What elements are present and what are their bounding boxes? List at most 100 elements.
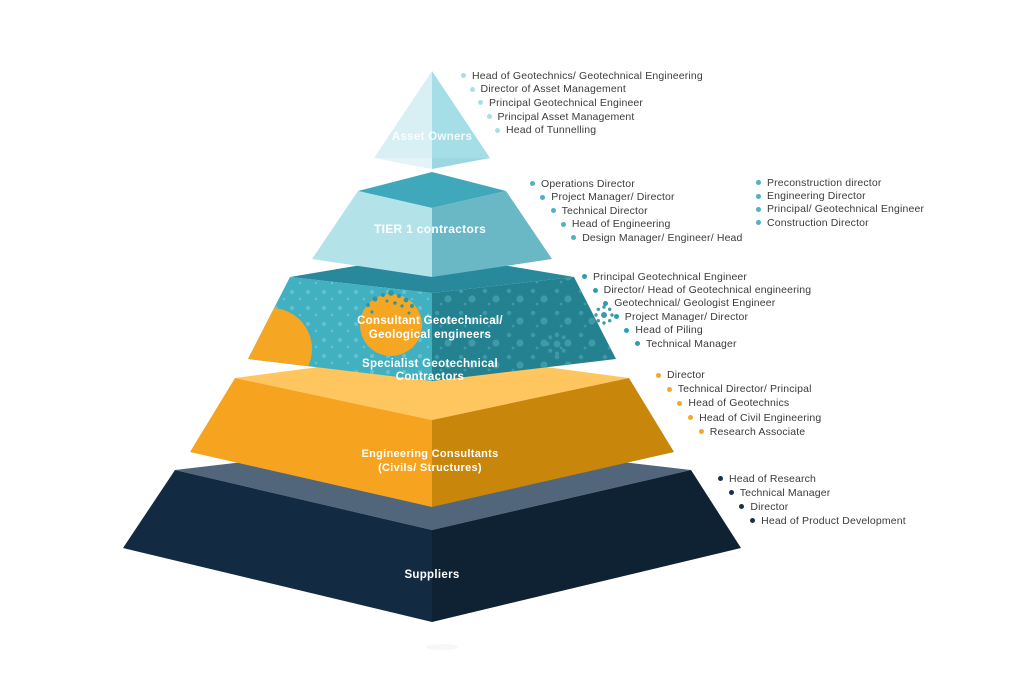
role-label: Research Associate bbox=[709, 425, 806, 438]
bullet-icon bbox=[495, 127, 500, 133]
tier1-left-face bbox=[374, 71, 432, 158]
role-item: Principal/ Geotechnical Engineer bbox=[756, 203, 924, 216]
role-item: Preconstruction director bbox=[756, 176, 924, 189]
tier1-right-face bbox=[432, 71, 490, 158]
role-item: Head of Geotechnics bbox=[656, 396, 821, 410]
role-label: Preconstruction director bbox=[767, 176, 882, 189]
role-item: Technical Director/ Principal bbox=[656, 382, 821, 396]
tier-label-specialist-line1: Specialist Geotechnical bbox=[362, 358, 498, 370]
tier2-left-face bbox=[312, 191, 432, 277]
bullet-icon bbox=[756, 220, 761, 226]
role-label: Principal Geotechnical Engineer bbox=[489, 96, 644, 109]
role-item: Director/ Head of Geotechnical engineeri… bbox=[582, 283, 811, 296]
role-label: Project Manager/ Director bbox=[624, 310, 749, 323]
role-label: Geotechnical/ Geologist Engineer bbox=[614, 297, 776, 310]
role-label: Design Manager/ Engineer/ Head bbox=[582, 231, 743, 244]
bullet-icon bbox=[635, 341, 640, 347]
role-item: Director bbox=[656, 368, 821, 382]
role-item: Director of Asset Management bbox=[461, 83, 703, 97]
tier2-top-rim bbox=[358, 172, 506, 208]
role-item: Construction Director bbox=[756, 216, 924, 229]
tier5-right-face bbox=[432, 470, 741, 622]
tier1-underside-right bbox=[432, 158, 490, 169]
role-item: Geotechnical/ Geologist Engineer bbox=[582, 297, 811, 310]
role-item: Head of Geotechnics/ Geotechnical Engine… bbox=[461, 69, 703, 83]
bullet-icon bbox=[486, 114, 492, 120]
tier-asset-owners: Asset Owners bbox=[374, 71, 490, 169]
role-item: Head of Engineering bbox=[530, 218, 743, 232]
bullet-icon bbox=[478, 100, 483, 106]
tier3-right-face-dots bbox=[432, 277, 616, 381]
role-item: Operations Director bbox=[530, 177, 743, 191]
bullet-icon bbox=[656, 372, 661, 378]
role-label: Construction Director bbox=[767, 216, 869, 229]
bullet-icon bbox=[756, 206, 761, 212]
tier-label-specialist-line2: Contractors bbox=[396, 371, 464, 383]
tier-tier1-contractors: TIER 1 contractors bbox=[312, 172, 552, 277]
tier-label-suppliers: Suppliers bbox=[404, 569, 459, 581]
tier4-left-face bbox=[190, 378, 432, 507]
bullet-icon bbox=[592, 287, 598, 293]
bullet-icon bbox=[756, 193, 761, 199]
tier-label-tier1-contractors: TIER 1 contractors bbox=[374, 222, 486, 236]
bullet-icon bbox=[613, 314, 619, 320]
flower-dots-icon bbox=[545, 332, 569, 356]
bullet-icon bbox=[624, 327, 630, 333]
bullet-icon bbox=[461, 73, 466, 79]
role-item: Technical Director bbox=[530, 204, 743, 218]
flower-dots-icon bbox=[594, 305, 614, 325]
role-item: Director bbox=[718, 500, 906, 514]
role-item: Research Associate bbox=[656, 425, 821, 439]
role-label: Head of Engineering bbox=[571, 218, 671, 231]
role-item: Technical Manager bbox=[582, 337, 811, 350]
bullet-icon bbox=[718, 476, 723, 482]
role-item: Design Manager/ Engineer/ Head bbox=[530, 231, 743, 245]
role-label: Technical Manager bbox=[739, 486, 831, 499]
role-item: Principal Geotechnical Engineer bbox=[582, 270, 811, 283]
role-label: Head of Product Development bbox=[761, 514, 906, 527]
tier-label-asset-owners: Asset Owners bbox=[392, 131, 472, 143]
bullet-icon bbox=[603, 300, 609, 306]
bullet-icon bbox=[540, 194, 546, 200]
role-item: Head of Piling bbox=[582, 324, 811, 337]
role-item: Engineering Director bbox=[756, 189, 924, 202]
role-item: Head of Civil Engineering bbox=[656, 411, 821, 425]
faint-mark bbox=[426, 644, 458, 650]
tier2-right-face bbox=[432, 191, 552, 277]
role-label: Operations Director bbox=[541, 177, 635, 190]
bullet-icon bbox=[756, 180, 761, 186]
bullet-icon bbox=[677, 400, 683, 406]
role-item: Project Manager/ Director bbox=[530, 191, 743, 205]
circle-label-line1: Consultant Geotechnical/ bbox=[357, 315, 503, 327]
role-label: Head of Civil Engineering bbox=[699, 411, 822, 424]
role-item: Principal Geotechnical Engineer bbox=[461, 96, 703, 110]
role-item: Project Manager/ Director bbox=[582, 310, 811, 323]
tier5-left-face bbox=[123, 470, 432, 622]
bullet-icon bbox=[530, 181, 535, 187]
bullet-icon bbox=[728, 490, 734, 496]
role-label: Engineering Director bbox=[767, 190, 866, 203]
role-label: Technical Director/ Principal bbox=[677, 383, 812, 396]
role-label: Director of Asset Management bbox=[480, 83, 626, 96]
bullet-icon bbox=[550, 208, 556, 214]
role-label: Head of Piling bbox=[635, 324, 703, 337]
role-label: Director bbox=[750, 500, 789, 513]
bullet-icon bbox=[688, 415, 694, 421]
bullet-icon bbox=[698, 429, 704, 435]
tier-label-engineering-consultants-line2: (Civils/ Structures) bbox=[378, 462, 482, 474]
role-item: Head of Product Development bbox=[718, 514, 906, 528]
role-item: Principal Asset Management bbox=[461, 110, 703, 124]
role-label: Director bbox=[667, 369, 705, 382]
bullet-icon bbox=[469, 86, 475, 92]
role-label: Head of Research bbox=[729, 472, 817, 485]
asset-owners-roles-list: Head of Geotechnics/ Geotechnical Engine… bbox=[461, 69, 703, 137]
tier4-right-face bbox=[432, 378, 674, 507]
consultant-orange-circle bbox=[360, 290, 422, 356]
